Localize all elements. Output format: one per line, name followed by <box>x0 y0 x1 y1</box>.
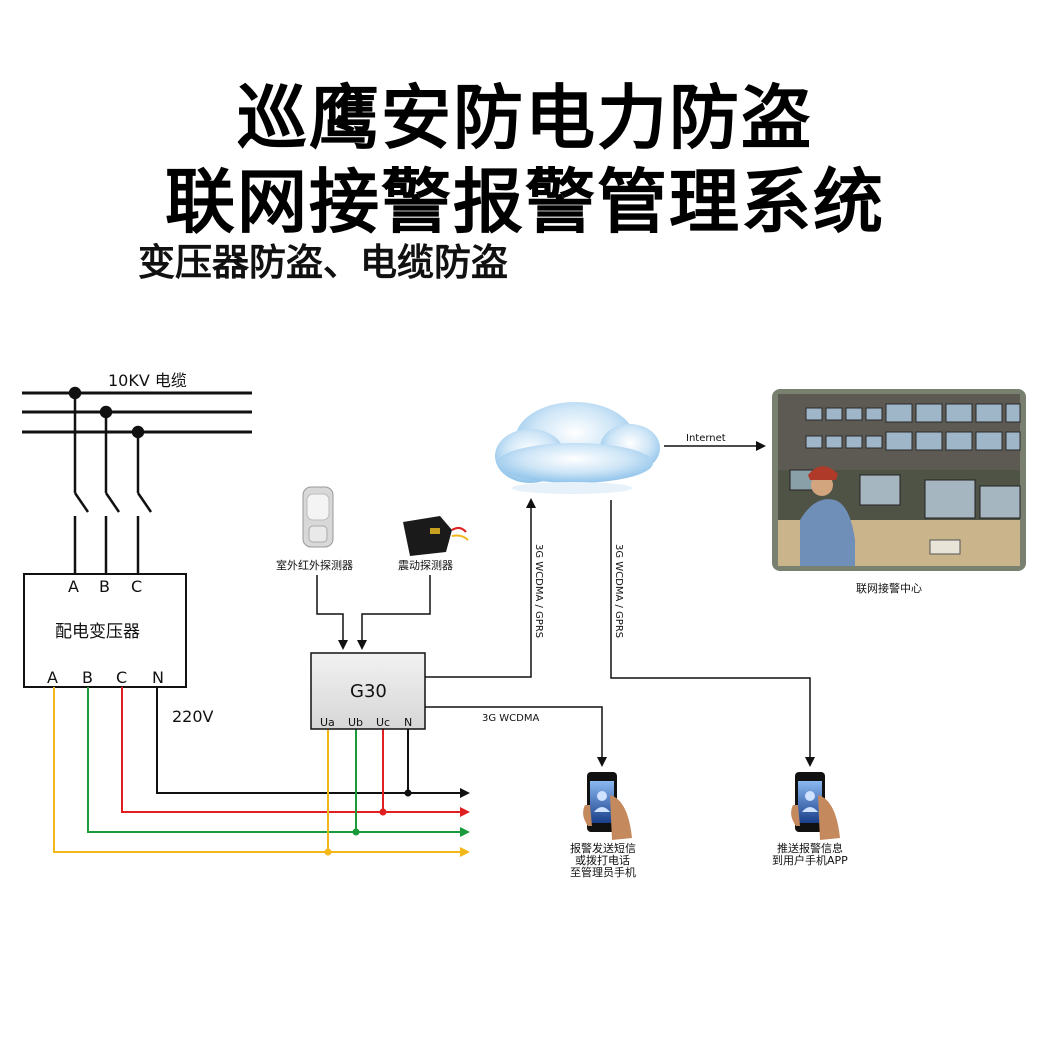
g30-terminal-n: N <box>404 716 412 729</box>
internet-label: Internet <box>686 433 726 444</box>
transformer-input-b: B <box>99 577 110 596</box>
sms-link-arrow <box>425 706 607 767</box>
phone-sms-line-2: 或拨打电话 <box>575 853 630 867</box>
transformer-output-a: A <box>47 668 58 687</box>
center-label: 联网接警中心 <box>856 581 922 595</box>
cloud-icon <box>495 402 660 494</box>
g30-terminal-uc: Uc <box>376 716 390 729</box>
monitoring-center-photo <box>772 389 1026 571</box>
vibration-detector-icon <box>403 516 469 556</box>
title-line-2: 联网接警报警管理系统 <box>165 161 885 243</box>
transformer-output-c: C <box>116 668 127 687</box>
transformer-output-n: N <box>152 668 164 687</box>
uplink-arrow <box>425 498 536 678</box>
output-wires <box>53 687 470 857</box>
g30-model-label: G30 <box>350 681 387 702</box>
transformer-input-c: C <box>131 577 142 596</box>
phone-app-line-1: 推送报警信息 <box>777 841 843 855</box>
phone-app-icon <box>791 772 840 840</box>
vibration-detector-label: 震动探测器 <box>398 559 453 572</box>
infrared-detector-label: 室外红外探测器 <box>276 558 353 572</box>
subtitle: 变压器防盗、电缆防盗 <box>138 241 508 284</box>
g30-terminal-ub: Ub <box>348 716 363 729</box>
sms-link-label: 3G WCDMA <box>482 713 539 724</box>
detector-links <box>316 575 431 650</box>
distribution-transformer: A B C 配电变压器 A B C N <box>23 573 187 688</box>
cable-label: 10KV 电缆 <box>108 371 187 390</box>
downlink-arrow <box>610 500 815 767</box>
downlink-label: 3G WCDMA / GPRS <box>613 544 624 638</box>
transformer-name: 配电变压器 <box>55 622 140 642</box>
phone-sms-line-1: 报警发送短信 <box>570 841 636 855</box>
uplink-label: 3G WCDMA / GPRS <box>533 544 544 638</box>
phase-switches <box>68 386 153 574</box>
infrared-detector-icon <box>302 486 334 548</box>
title-line-1: 巡鹰安防电力防盗 <box>237 77 813 159</box>
voltage-label: 220V <box>172 707 214 726</box>
phone-sms-line-3: 至管理员手机 <box>570 865 636 879</box>
transformer-output-b: B <box>82 668 93 687</box>
transformer-input-a: A <box>68 577 79 596</box>
g30-controller: G30 Ua Ub Uc N <box>310 652 426 730</box>
phone-app-line-2: 到用户手机APP <box>772 853 848 867</box>
phone-sms-icon <box>583 772 632 840</box>
g30-terminal-ua: Ua <box>320 716 335 729</box>
